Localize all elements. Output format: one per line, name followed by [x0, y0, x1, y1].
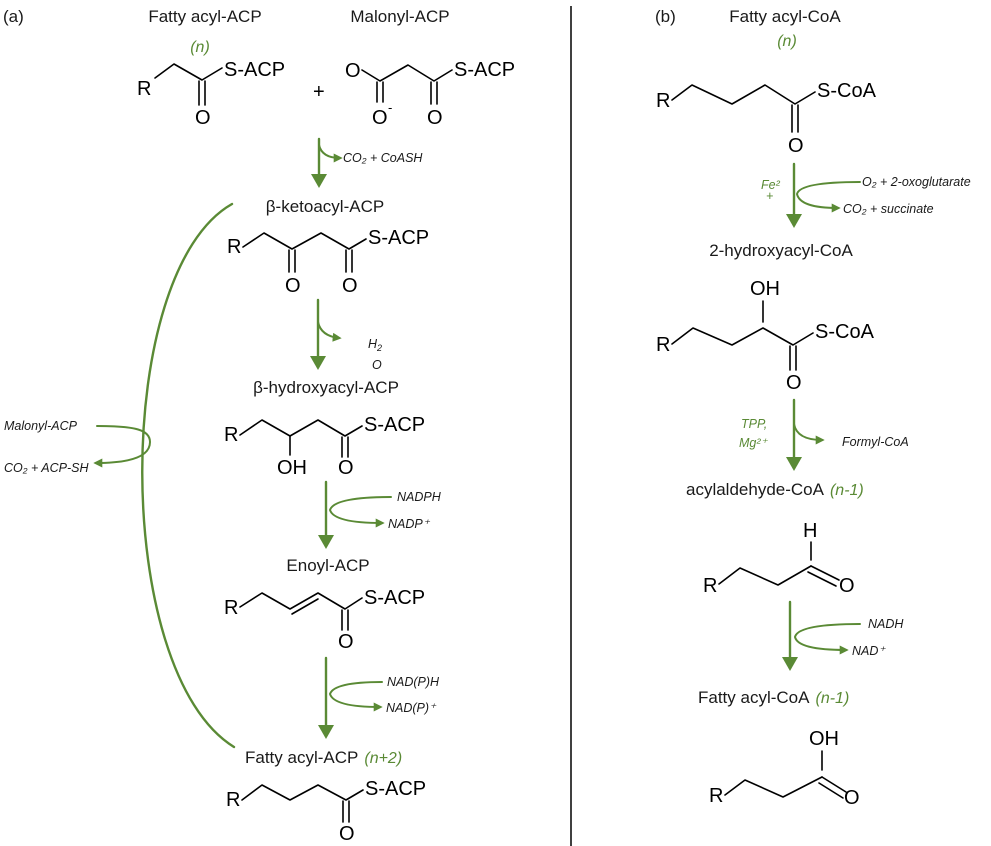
thioester-acp: S-ACP — [454, 59, 515, 81]
aldehyde-oxygen: O — [839, 575, 855, 597]
cycle-output-co2-acp-sh: CO₂ + ACP-SH — [4, 461, 90, 475]
beta-hydroxyacyl-acp-structure: R OH O S-ACP — [224, 414, 425, 479]
step-beta-ketoacyl-acp-label: β-ketoacyl-ACP — [266, 197, 384, 216]
r-group: R — [709, 785, 723, 807]
fatty-acyl-acp-n2-structure: R O S-ACP — [226, 778, 426, 845]
step-enoyl-acp-label: Enoyl-ACP — [286, 556, 369, 575]
cycle-input-malonyl-acp: Malonyl-ACP — [4, 419, 78, 433]
keto-oxygen: O — [285, 275, 301, 297]
panel-b-label: (b) — [655, 7, 676, 26]
carbonyl-oxygen: O — [339, 823, 355, 845]
step-acylaldehyde-coa-label: acylaldehyde-CoA(n-1) — [686, 480, 864, 499]
catalyst-tpp: TPP, — [741, 417, 767, 431]
hydroxyl-group: OH — [750, 278, 780, 300]
carboxyl-oxygen: O — [345, 60, 361, 82]
malonyl-acp-structure: O O - O S-ACP — [345, 59, 515, 129]
reduction1-arrow — [318, 480, 392, 549]
thioester-coa: S-CoA — [815, 321, 875, 343]
step-2-hydroxyacyl-coa-label: 2-hydroxyacyl-CoA — [709, 241, 853, 260]
carbonyl-oxygen: O — [338, 457, 354, 479]
acylaldehyde-structure: H R O — [703, 520, 855, 597]
catalyst-fe: Fe² — [761, 178, 781, 192]
aldehyde-hydrogen: H — [803, 520, 817, 542]
fatty-acid-structure: OH R O — [709, 728, 860, 809]
condensation-arrow — [311, 137, 343, 188]
r-group: R — [137, 78, 151, 100]
step-fatty-acyl-acp-n-annotation: (n) — [190, 39, 210, 56]
panel-a-label: (a) — [3, 7, 24, 26]
cofactor-nadh: NADH — [868, 617, 904, 631]
thioester-acp: S-ACP — [368, 227, 429, 249]
thioester-acp: S-ACP — [365, 778, 426, 800]
carbonyl-oxygen: O — [786, 372, 802, 394]
carboxylate-charge: - — [388, 100, 392, 115]
step-beta-hydroxyacyl-acp-label: β-hydroxyacyl-ACP — [253, 378, 399, 397]
step-fatty-acyl-acp-n-label: Fatty acyl-ACP — [148, 7, 261, 26]
2-hydroxyacyl-coa-structure: OH R O S-CoA — [656, 278, 875, 394]
lyase-cleavage-arrow — [786, 398, 825, 471]
step-malonyl-acp-label: Malonyl-ACP — [350, 7, 449, 26]
catalyst-mg: Mg²⁺ — [739, 436, 769, 450]
beta-ketoacyl-acp-structure: R O O S-ACP — [227, 227, 429, 297]
step-fatty-acyl-acp-n2-label: Fatty acyl-ACP(n+2) — [245, 748, 402, 767]
r-group: R — [656, 90, 670, 112]
elongation-cycle-arc — [93, 202, 236, 749]
step-fatty-acyl-coa-n-annotation: (n) — [777, 33, 797, 50]
carbonyl-oxygen: O — [788, 135, 804, 157]
thioester-coa: S-CoA — [817, 80, 877, 102]
step-fatty-acyl-coa-n1-label: Fatty acyl-CoA(n-1) — [698, 688, 849, 707]
cofactor-nadph-2: NAD(P)H — [387, 675, 440, 689]
step-fatty-acyl-coa-n-label: Fatty acyl-CoA — [729, 7, 841, 26]
carboxyl-oxygen: O — [844, 787, 860, 809]
r-group: R — [224, 597, 238, 619]
enoyl-acp-structure: R O S-ACP — [224, 587, 425, 653]
dehydrogenase-arrow — [782, 600, 861, 671]
catalyst-fe-charge: + — [766, 189, 773, 203]
r-group: R — [703, 575, 717, 597]
cofactor-nadp-plus: NADP⁺ — [388, 517, 431, 531]
cofactor-water-o: O — [372, 358, 382, 372]
reduction2-arrow — [318, 656, 383, 739]
fatty-acyl-acp-structure: R O S-ACP — [137, 59, 285, 129]
cofactor-nadp-plus-2: NAD(P)⁺ — [386, 701, 437, 715]
thioester-acp: S-ACP — [364, 587, 425, 609]
r-group: R — [226, 789, 240, 811]
cofactor-nadph: NADPH — [397, 490, 442, 504]
cofactor-formyl-coa: Formyl-CoA — [842, 435, 909, 449]
cofactor-water-h: H2 — [368, 337, 382, 353]
cofactor-nad-plus: NAD⁺ — [852, 644, 886, 658]
fatty-acyl-coa-structure: R O S-CoA — [656, 80, 877, 157]
r-group: R — [656, 334, 670, 356]
thioester-acp: S-ACP — [224, 59, 285, 81]
alpha-oxidation-arrow — [786, 162, 861, 228]
carboxylate-oxygen: O — [372, 107, 388, 129]
cofactor-o2-oxoglutarate: O₂ + 2-oxoglutarate — [862, 175, 971, 189]
r-group: R — [224, 424, 238, 446]
cofactor-co2-succinate: CO₂ + succinate — [843, 202, 934, 216]
r-group: R — [227, 236, 241, 258]
carbonyl-oxygen: O — [342, 275, 358, 297]
cofactor-co2-coash: CO₂ + CoASH — [343, 151, 423, 165]
hydroxyl-group: OH — [809, 728, 839, 750]
carbonyl-oxygen: O — [338, 631, 354, 653]
hydroxyl-group: OH — [277, 457, 307, 479]
carbonyl-oxygen: O — [427, 107, 443, 129]
plus-sign: + — [313, 81, 325, 103]
thioester-acp: S-ACP — [364, 414, 425, 436]
dehydration-arrow — [310, 298, 342, 370]
carbonyl-oxygen: O — [195, 107, 211, 129]
